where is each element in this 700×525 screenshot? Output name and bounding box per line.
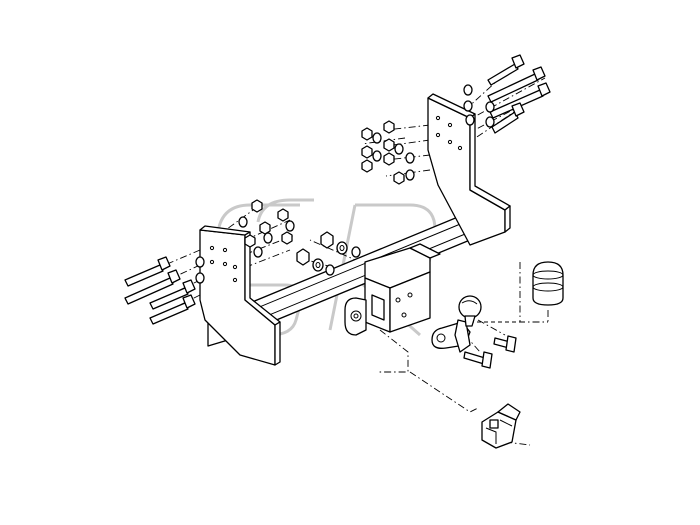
center-fasteners: [296, 231, 361, 276]
center-receiver: [364, 243, 441, 333]
washers-right: [463, 84, 495, 128]
nuts-right-bracket: [361, 120, 415, 185]
towball-bolts: [463, 335, 517, 369]
nuts-left-bracket: [238, 199, 295, 258]
bolts-left: [124, 256, 205, 325]
electrical-socket: [481, 403, 521, 449]
right-bracket: [427, 93, 511, 246]
tow-ball: [431, 295, 482, 353]
left-bracket: [199, 225, 281, 366]
ball-cover: [532, 261, 564, 306]
assembly-lines: [124, 59, 549, 446]
bolts-right: [487, 54, 551, 134]
socket-plate: [344, 297, 367, 336]
